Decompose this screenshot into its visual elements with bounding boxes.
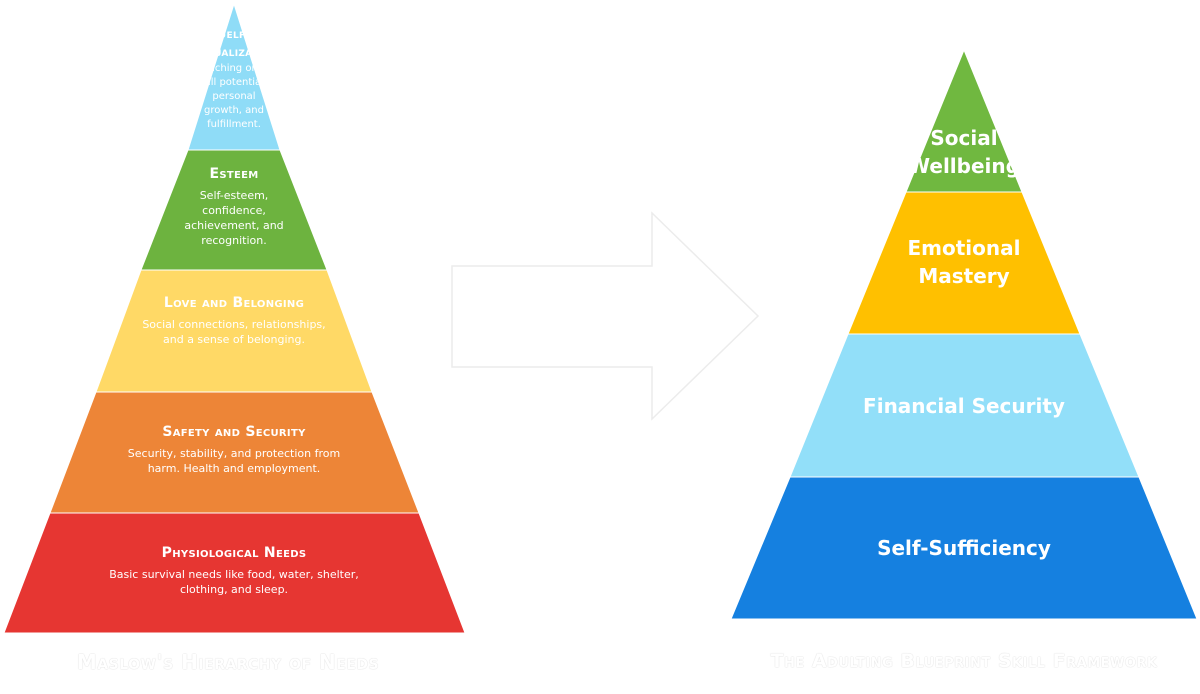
right-tier-self-sufficiency [730, 476, 1198, 620]
right-caption: The Adulting Blueprint Skill Framework [770, 650, 1158, 672]
right-tier-3-label: Financial Security [863, 394, 1065, 418]
left-tier-2-title: Esteem [209, 166, 259, 182]
left-tier-1-text: Self-Actualization Reaching one's full p… [174, 26, 294, 132]
left-tier-5-title: Physiological Needs [161, 545, 307, 561]
left-tier-5-text: Physiological Needs Basic survival needs… [54, 545, 414, 597]
left-tier-1-title: Self-Actualization [190, 27, 278, 60]
right-tier-4-label: Self-Sufficiency [877, 536, 1051, 560]
left-tier-4-title: Safety and Security [162, 424, 306, 440]
left-tier-3-text: Love and Belonging Social connections, r… [114, 295, 354, 347]
right-arrow-icon [451, 211, 760, 421]
left-tier-2-text: Esteem Self-esteem, confidence, achievem… [154, 166, 314, 248]
left-tier-physiological [3, 512, 466, 634]
left-tier-3-description: Social connections, relationships, and a… [142, 318, 326, 346]
left-tier-4-text: Safety and Security Security, stability,… [84, 424, 384, 476]
left-tier-4-description: Security, stability, and protection from… [127, 447, 341, 475]
right-tier-2-label: Emotional Mastery [907, 236, 1021, 288]
right-tier-1-label: Social Wellbeing [908, 126, 1020, 178]
left-caption: Maslow's Hierarchy of Needs [76, 650, 380, 674]
left-tier-5-description: Basic survival needs like food, water, s… [109, 568, 359, 596]
left-tier-2-description: Self-esteem, confidence, achievement, an… [184, 189, 284, 247]
left-tier-3-title: Love and Belonging [163, 295, 305, 311]
left-tier-1-description: Reaching one's full potential, personal … [196, 63, 272, 130]
